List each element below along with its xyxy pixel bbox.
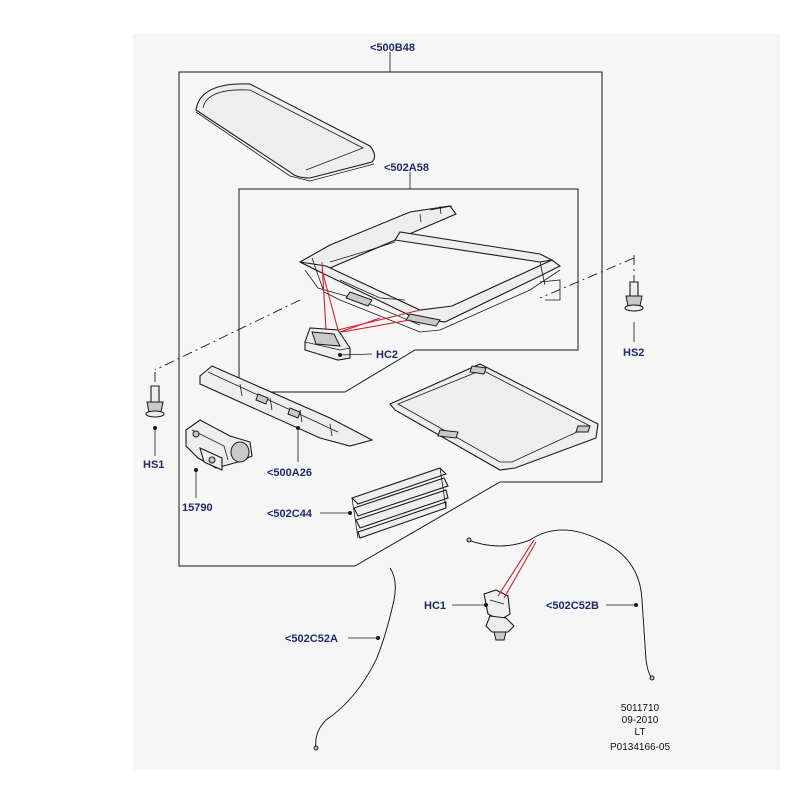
- meta-line-2: 09-2010: [622, 715, 659, 726]
- drain-tube-b-part: [466, 529, 655, 681]
- label-seal: <502C44: [267, 508, 313, 520]
- sunroof-frame: [298, 205, 562, 333]
- sunshade-panel: [389, 363, 599, 471]
- screw-hs1-part: [145, 385, 165, 418]
- label-assembly: <500B48: [370, 42, 415, 54]
- hc2-red-leaders: [321, 261, 421, 333]
- label-screw-hs2: HS2: [623, 347, 644, 359]
- label-deflector: <500A26: [267, 467, 312, 479]
- clip-hc2-part: [304, 327, 351, 361]
- assembly-boundary: [178, 71, 603, 567]
- callout-leaders: [153, 322, 638, 640]
- glass-panel: [195, 83, 376, 182]
- meta-line-4: P0134166-05: [610, 742, 670, 753]
- screw-hs2-part: [624, 281, 644, 312]
- label-motor: 15790: [182, 502, 213, 514]
- label-frame: <502A58: [384, 162, 429, 174]
- label-screw-hs1: HS1: [143, 459, 164, 471]
- label-clip-hc1: HC1: [424, 600, 446, 612]
- wind-deflector-part: [199, 365, 374, 447]
- label-drain-tube-a: <502C52A: [285, 633, 338, 645]
- meta-line-1: 5011710: [621, 703, 660, 714]
- label-clip-hc2: HC2: [376, 349, 398, 361]
- motor-part: [185, 419, 253, 471]
- align-line-hs1: [154, 299, 301, 371]
- seal-rail-part: [350, 467, 449, 539]
- align-line-frame-right: [539, 257, 635, 299]
- clip-hc1-part: [483, 589, 515, 641]
- label-drain-tube-b: <502C52B: [546, 600, 599, 612]
- hc1-red-leaders: [497, 539, 537, 599]
- drain-tube-a-part: [313, 567, 396, 751]
- meta-line-3: LT: [635, 727, 646, 738]
